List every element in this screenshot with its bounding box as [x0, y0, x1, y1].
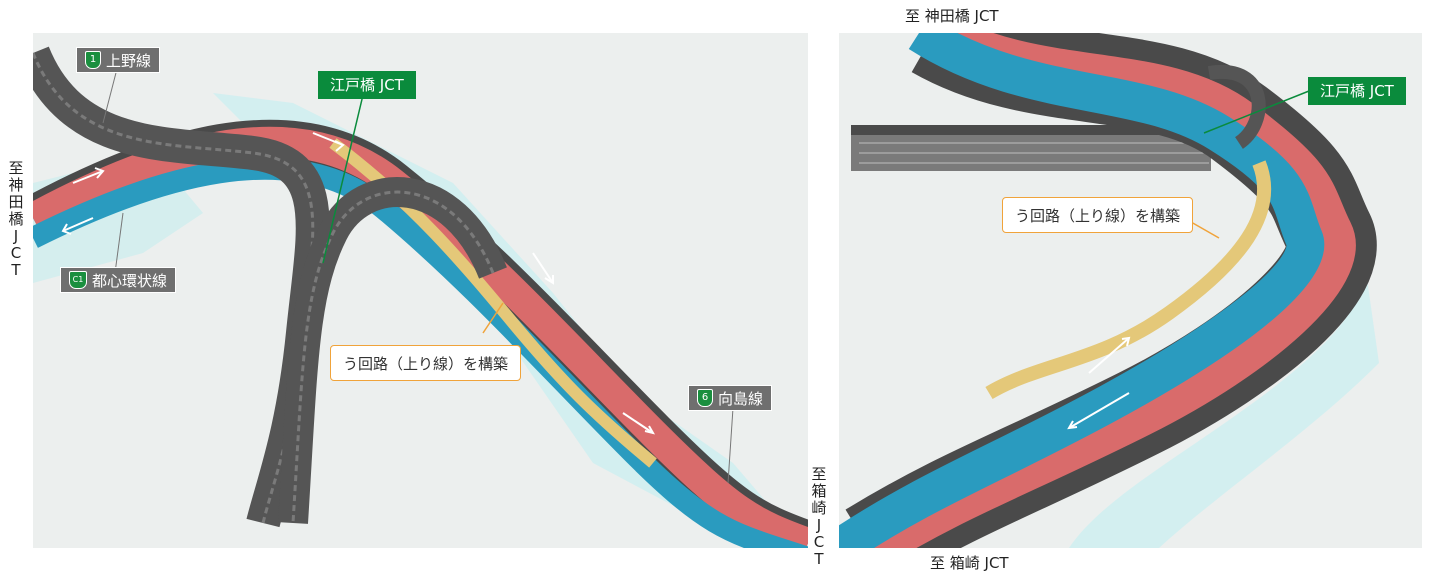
left-diagram-panel: 1 上野線 C1 都心環状線 6 向島線 江戸橋 JCT う回路（上り線）を構築 — [33, 33, 808, 548]
route-shield-icon: C1 — [69, 271, 87, 289]
junction-label-edobashi: 江戸橋 JCT — [318, 71, 416, 99]
route-shield-icon: 1 — [85, 51, 101, 69]
route-tag-toshin: C1 都心環状線 — [60, 267, 177, 293]
left-road-illustration — [33, 46, 808, 548]
right-road-illustration — [839, 33, 1379, 548]
label-to-hakozaki: 至 箱崎 JCT — [930, 554, 1009, 572]
route-shield-icon: 6 — [697, 389, 713, 407]
route-tag-ueno: 1 上野線 — [76, 47, 161, 73]
route-name: 都心環状線 — [92, 271, 168, 290]
detour-callout: う回路（上り線）を構築 — [1002, 197, 1194, 233]
route-tag-mukojima: 6 向島線 — [688, 385, 773, 411]
label-to-kandabashi: 至 神田橋 JCT — [905, 7, 999, 25]
detour-callout: う回路（上り線）を構築 — [330, 345, 522, 381]
junction-label-edobashi: 江戸橋 JCT — [1308, 77, 1406, 105]
route-name: 上野線 — [106, 51, 152, 70]
route-name: 向島線 — [718, 389, 764, 408]
right-diagram-panel: 江戸橋 JCT う回路（上り線）を構築 — [839, 33, 1422, 548]
